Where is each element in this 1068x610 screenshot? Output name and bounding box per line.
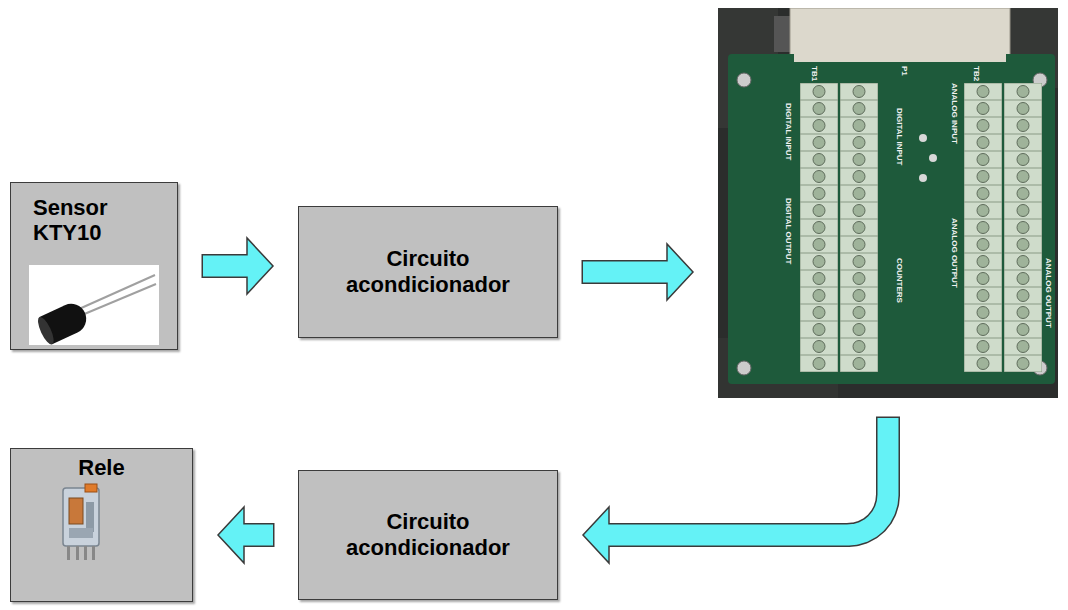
arrow-head bbox=[218, 507, 244, 563]
block-arrow bbox=[202, 238, 274, 294]
block-arrow bbox=[583, 417, 888, 564]
arrow-head bbox=[583, 507, 609, 563]
arrow-shaft bbox=[608, 418, 889, 535]
terminal-label: P1 bbox=[900, 66, 908, 76]
sensor-box: Sensor KTY10 bbox=[10, 182, 178, 350]
node-label: Rele bbox=[11, 455, 192, 480]
arrow-shaft bbox=[203, 256, 249, 277]
process-box: Circuito acondicionador bbox=[298, 470, 558, 600]
block-arrow bbox=[582, 244, 694, 300]
arrow-shaft bbox=[243, 525, 274, 546]
terminal-label: DIGITAL INPUT bbox=[784, 103, 792, 160]
terminal-label: DIGITAL INPUT bbox=[895, 108, 903, 165]
daq-terminal-board: P1 TB1 TB2DIGITAL INPUT DIGITAL OUTPUT DIGIT… bbox=[718, 8, 1058, 398]
terminal-label: ANALOG OUTPUT bbox=[950, 218, 958, 288]
block-arrow bbox=[218, 507, 275, 563]
terminal-label: DIGITAL OUTPUT bbox=[784, 198, 792, 264]
process-box: Circuito acondicionador bbox=[298, 206, 558, 338]
node-label: Circuito acondicionador bbox=[316, 246, 540, 299]
arrow-outline bbox=[609, 417, 888, 536]
arrow-head bbox=[667, 244, 693, 300]
sensor-photo bbox=[29, 265, 159, 345]
terminal-label: TB1 bbox=[810, 66, 818, 81]
terminal-label: ANALOG OUTPUT bbox=[1044, 258, 1052, 328]
terminal-label: ANALOG INPUT bbox=[950, 83, 958, 144]
node-label: Sensor KTY10 bbox=[33, 195, 133, 246]
arrow-shaft bbox=[583, 262, 669, 283]
relay-photo bbox=[59, 482, 103, 564]
arrow-head bbox=[247, 238, 273, 294]
node-label: Circuito acondicionador bbox=[316, 509, 540, 562]
terminal-board-photo bbox=[718, 8, 1058, 398]
terminal-label: TB2 bbox=[972, 66, 980, 81]
terminal-label: COUNTERS bbox=[895, 258, 903, 303]
relay-box: Rele bbox=[10, 448, 193, 602]
